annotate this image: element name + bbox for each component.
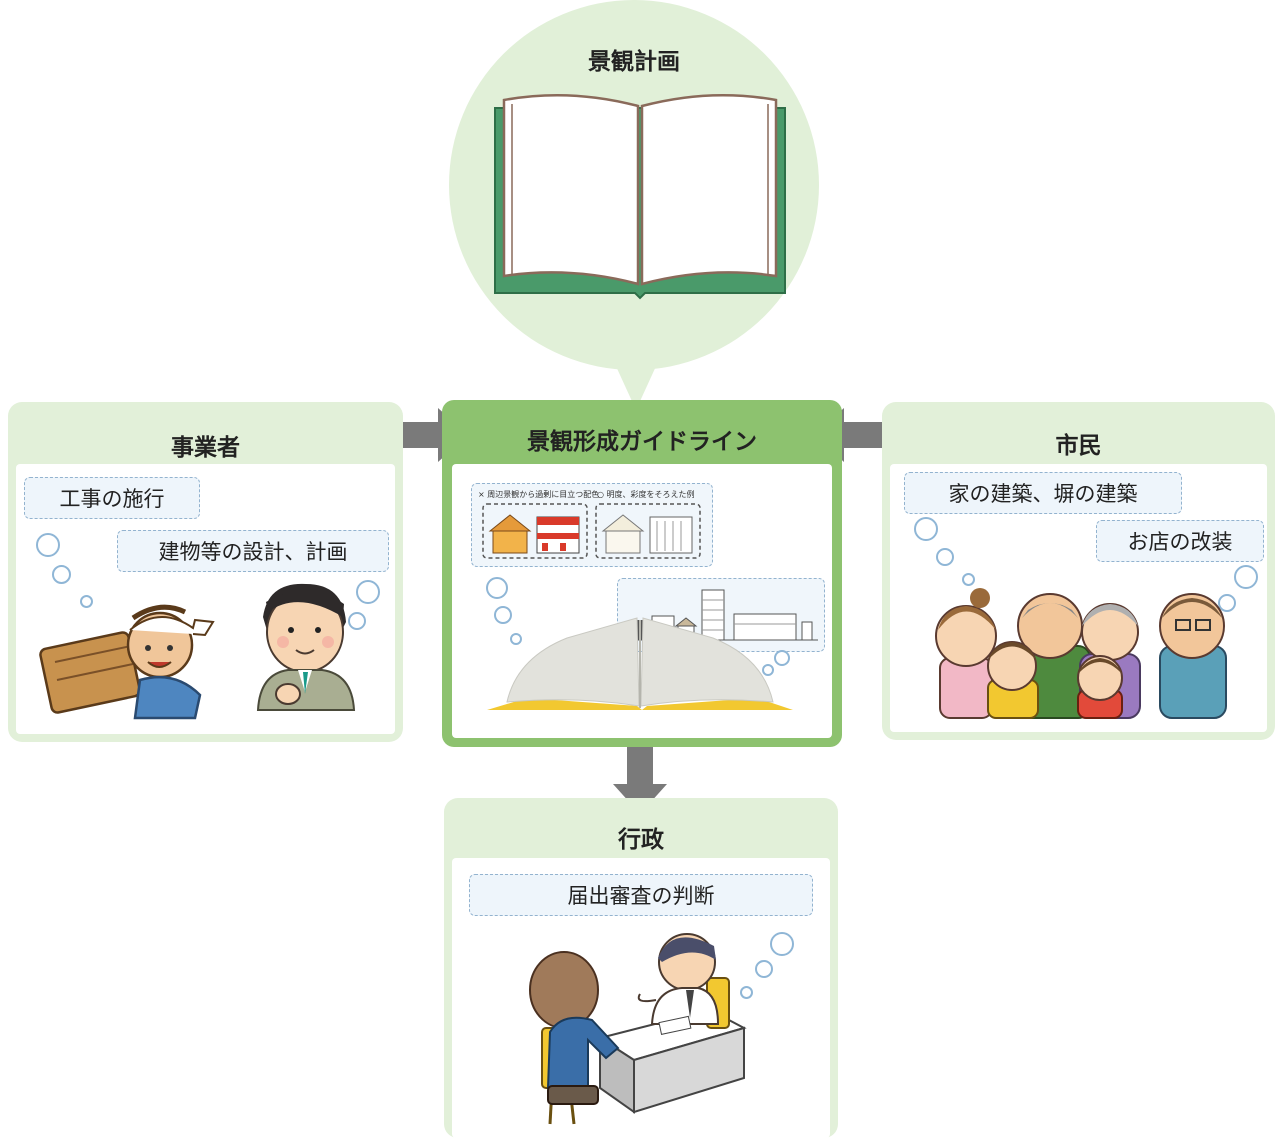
business-tag-construction: 工事の施行: [24, 477, 200, 519]
thought-bubble: [52, 565, 71, 584]
thought-bubble: [770, 932, 794, 956]
thought-bubble: [962, 573, 975, 586]
bad-color-houses: [482, 503, 588, 559]
business-tag-design: 建物等の設計、計画: [117, 530, 389, 572]
thought-bubble: [36, 533, 60, 557]
guideline-book-icon: [487, 617, 793, 710]
citizen-tag-shop: お店の改装: [1096, 520, 1264, 562]
thought-bubble: [762, 664, 774, 676]
family-illustration: [935, 588, 1227, 719]
thought-bubble: [510, 633, 522, 645]
business-title: 事業者: [171, 435, 240, 461]
example-good-label-text: 明度、彩度をそろえた例: [606, 490, 695, 499]
carpenter-illustration: [39, 604, 215, 720]
example-good-label: ○ 明度、彩度をそろえた例: [597, 490, 695, 499]
open-book-icon: [494, 93, 786, 300]
plan-bubble-tail: [604, 340, 668, 410]
thought-bubble: [486, 577, 508, 599]
thought-bubble: [494, 606, 512, 624]
government-tag-review: 届出審査の判断: [469, 874, 813, 916]
thought-bubble: [914, 517, 938, 541]
example-bad-label: × 周辺景観から過剰に目立つ配色: [478, 490, 600, 499]
good-color-houses: [595, 503, 701, 559]
consultation-illustration: [529, 933, 747, 1125]
thought-bubble: [755, 960, 773, 978]
example-bad-label-text: 周辺景観から過剰に目立つ配色: [487, 490, 600, 499]
thought-bubble: [1234, 565, 1258, 589]
businessman-illustration: [256, 583, 356, 711]
thought-bubble: [774, 650, 790, 666]
thought-bubble: [1218, 594, 1236, 612]
government-title: 行政: [618, 827, 664, 853]
guideline-title: 景観形成ガイドライン: [527, 429, 757, 455]
thought-bubble: [348, 612, 366, 630]
thought-bubble: [356, 580, 380, 604]
plan-title: 景観計画: [588, 49, 680, 75]
thought-bubble: [80, 595, 93, 608]
citizen-title: 市民: [1055, 433, 1102, 459]
thought-bubble: [740, 986, 753, 999]
citizen-tag-house: 家の建築、塀の建築: [904, 472, 1182, 514]
thought-bubble: [936, 548, 954, 566]
